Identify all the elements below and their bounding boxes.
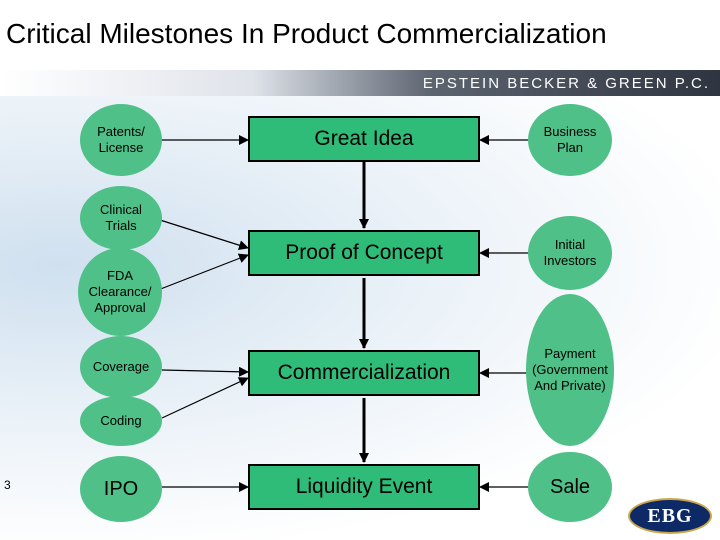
ebg-logo: EBG xyxy=(628,498,712,534)
connector-coverage-to-commercialization xyxy=(161,366,249,377)
logo-text: EBG xyxy=(647,504,693,527)
ellipse-payment: Payment (Government And Private) xyxy=(526,294,614,446)
ellipse-sale: Sale xyxy=(528,452,612,522)
ellipse-patents-license: Patents/ License xyxy=(80,104,162,176)
firm-banner xyxy=(0,70,720,96)
ellipse-initial-investors: Initial Investors xyxy=(528,216,612,290)
stage-commercialization: Commercialization xyxy=(248,350,480,396)
firm-name: EPSTEIN BECKER & GREEN P.C. xyxy=(422,75,710,92)
ellipse-ipo: IPO xyxy=(80,456,162,522)
ellipse-clinical-trials: Clinical Trials xyxy=(80,186,162,250)
page-title: Critical Milestones In Product Commercia… xyxy=(6,18,607,49)
ellipse-coding: Coding xyxy=(80,396,162,446)
connector-clinical-to-proof xyxy=(159,219,249,251)
stage-proof-of-concept: Proof of Concept xyxy=(248,230,480,276)
ellipse-coverage: Coverage xyxy=(80,336,162,398)
stage-liquidity-event: Liquidity Event xyxy=(248,464,480,510)
connector-fda-to-proof xyxy=(157,253,249,291)
ellipse-business-plan: Business Plan xyxy=(528,104,612,176)
ellipse-fda-clearance-approval: FDA Clearance/ Approval xyxy=(78,248,162,336)
page-number: 3 xyxy=(4,478,11,492)
stage-great-idea: Great Idea xyxy=(248,116,480,162)
connector-coding-to-commercialization xyxy=(161,377,249,419)
